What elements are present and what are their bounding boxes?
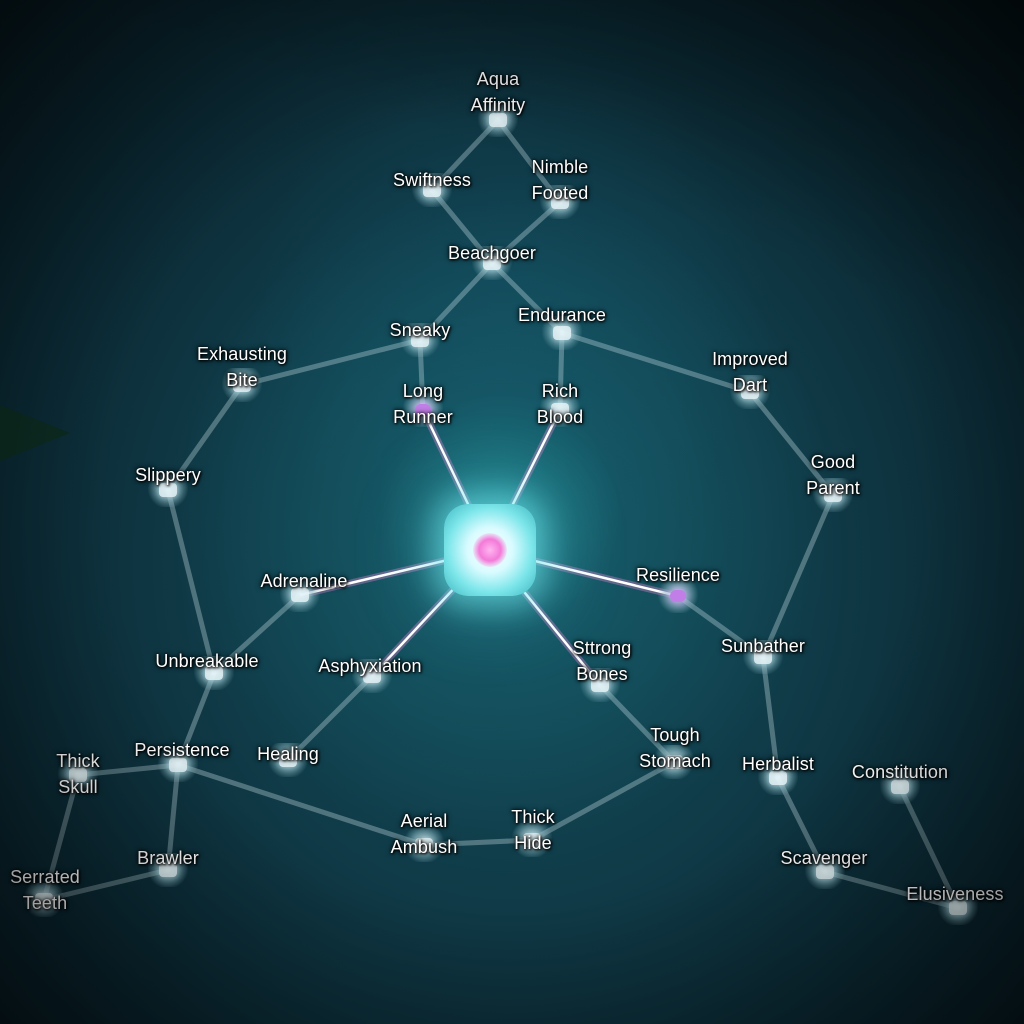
core-gem-icon <box>473 533 507 567</box>
lungs-icon <box>553 326 571 340</box>
skill-label-unbreakable[interactable]: Unbreakable <box>155 651 259 671</box>
skill-link-slippery-unbreakable <box>165 487 217 676</box>
skill-label-asphyxiation[interactable]: Asphyxiation <box>318 656 422 676</box>
skill-label-thick-skull[interactable]: Thick Skull <box>56 751 100 797</box>
skill-label-brawler[interactable]: Brawler <box>137 848 199 868</box>
skill-label-herbalist[interactable]: Herbalist <box>742 754 814 774</box>
skill-label-improved-dart[interactable]: Improved Dart <box>712 349 788 395</box>
skill-link-persistence-aerial-ambush <box>175 762 427 848</box>
shield-icon <box>670 590 686 602</box>
skill-label-slippery[interactable]: Slippery <box>135 465 201 485</box>
skill-label-swiftness[interactable]: Swiftness <box>393 170 471 190</box>
skill-label-exhausting-bite[interactable]: Exhausting Bite <box>196 344 288 390</box>
skill-label-resilience[interactable]: Resilience <box>635 565 721 585</box>
skill-label-adrenaline[interactable]: Adrenaline <box>260 571 348 591</box>
skill-label-endurance[interactable]: Endurance <box>518 305 606 325</box>
skill-label-good-parent[interactable]: Good Parent <box>806 452 860 498</box>
skill-label-long-runner[interactable]: Long Runner <box>393 381 453 427</box>
skill-label-aqua-affinity[interactable]: Aqua Affinity <box>470 69 526 115</box>
skill-label-elusiveness[interactable]: Elusiveness <box>906 884 1004 904</box>
skill-label-constitution[interactable]: Constitution <box>851 762 949 782</box>
skill-label-persistence[interactable]: Persistence <box>134 740 230 760</box>
skill-label-serrated-teeth[interactable]: Serrated Teeth <box>10 867 80 913</box>
skill-label-sneaky[interactable]: Sneaky <box>389 320 451 340</box>
skill-label-rich-blood[interactable]: Rich Blood <box>536 381 584 427</box>
skill-label-beachgoer[interactable]: Beachgoer <box>448 243 536 263</box>
skill-label-aerial-ambush[interactable]: Aerial Ambush <box>390 811 458 857</box>
skill-label-tough-stomach[interactable]: Tough Stomach <box>639 725 711 771</box>
skill-label-scavenger[interactable]: Scavenger <box>780 848 868 868</box>
skill-label-nimble-footed[interactable]: Nimble Footed <box>531 157 589 203</box>
skill-label-thick-hide[interactable]: Thick Hide <box>511 807 555 853</box>
skill-label-sunbather[interactable]: Sunbather <box>721 636 805 656</box>
core-gem[interactable] <box>444 504 536 596</box>
skill-label-sttrong-bones[interactable]: Sttrong Bones <box>572 638 632 684</box>
skill-label-healing[interactable]: Healing <box>257 744 319 764</box>
